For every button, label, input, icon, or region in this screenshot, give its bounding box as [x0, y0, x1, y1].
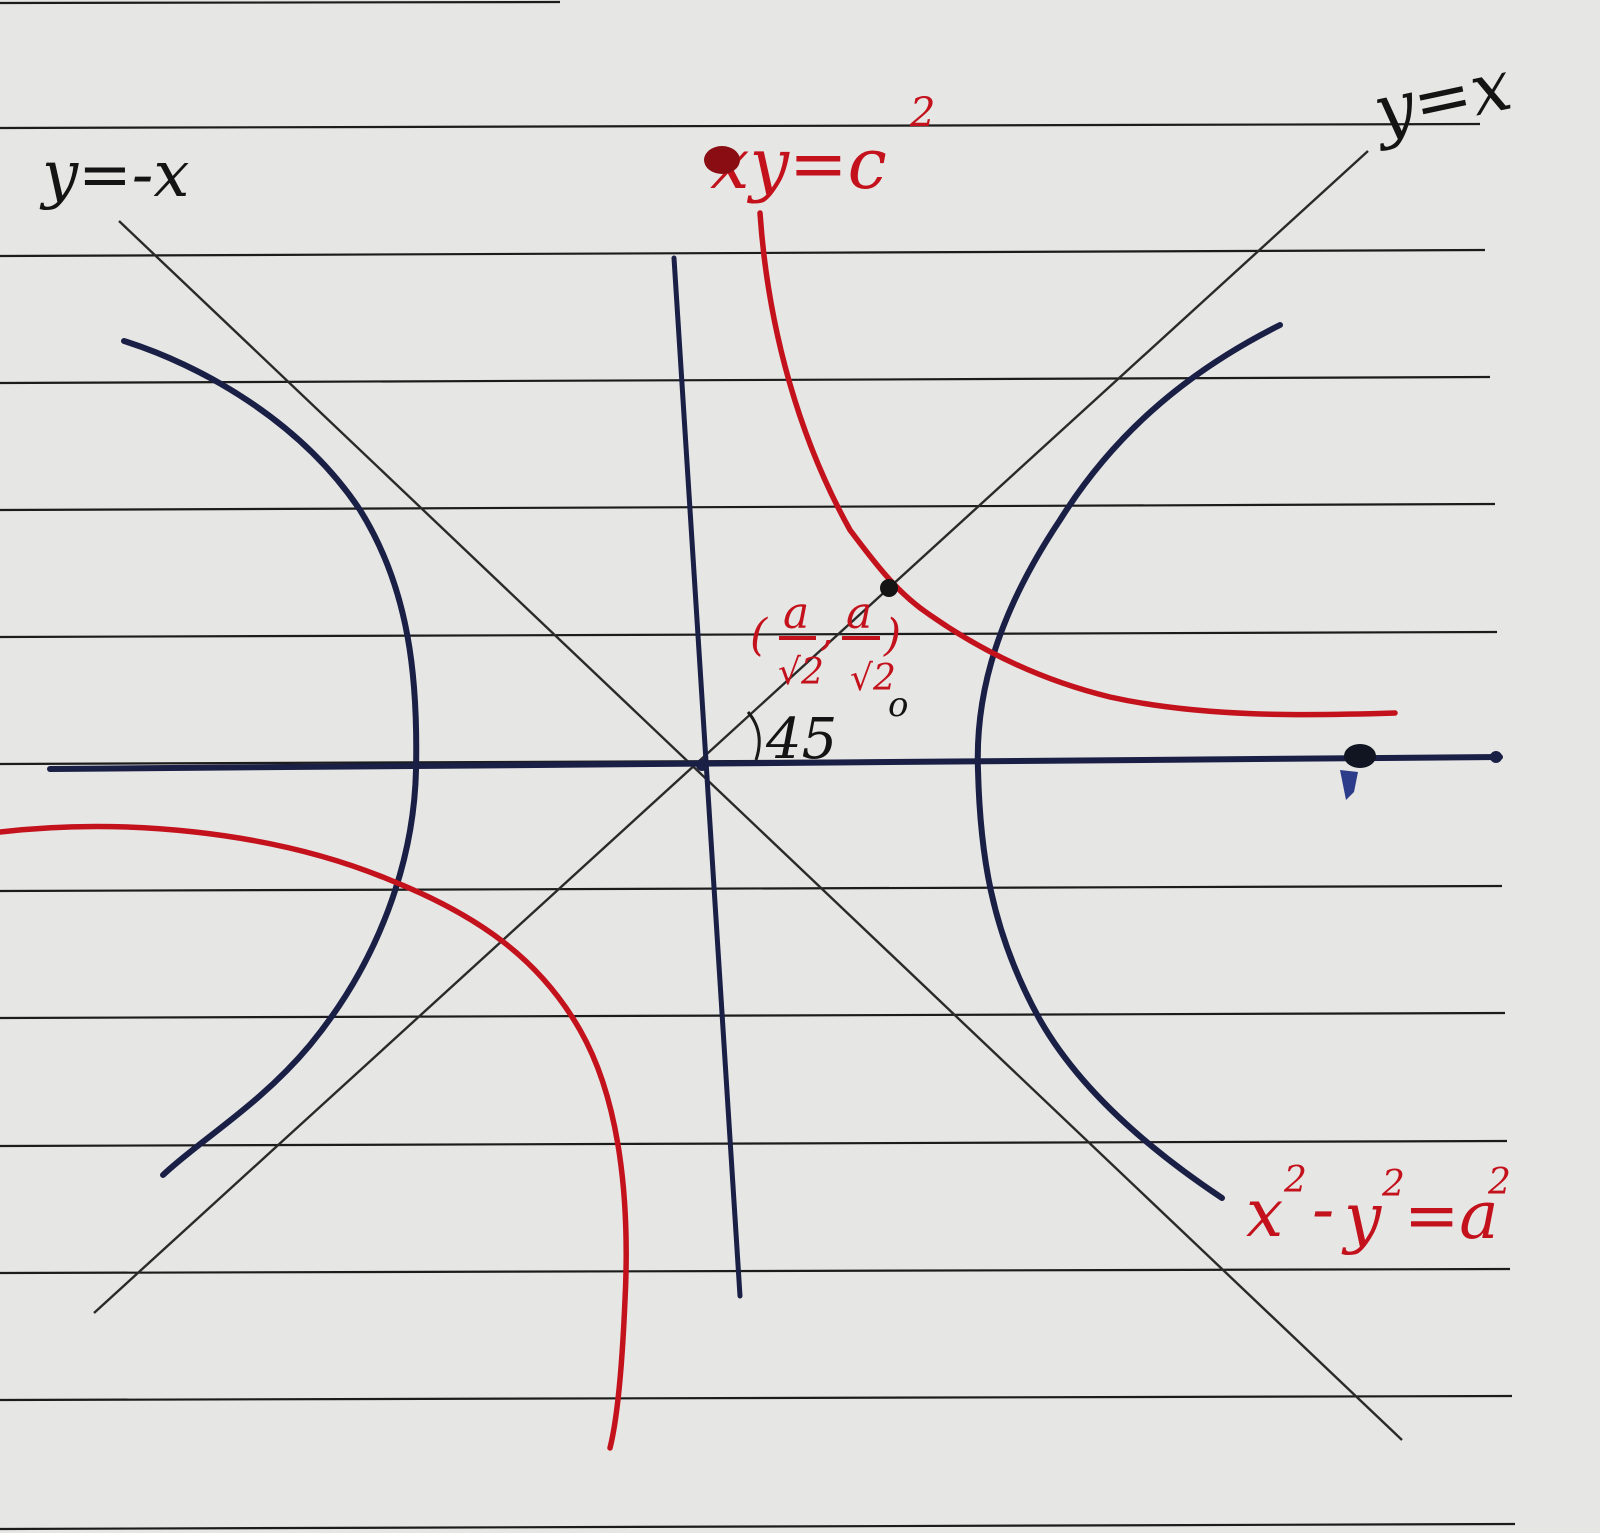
- coord-comma: ,: [820, 605, 834, 656]
- ink-blot-red: [704, 146, 740, 174]
- label-hyperbola-equation: x 2 - y 2 =a 2: [1246, 1160, 1511, 1256]
- label-rect-hyperbola: xy=c 2: [704, 90, 935, 205]
- asymptotes: [93, 150, 1403, 1441]
- line-y-equals-minus-x: [118, 220, 1403, 1441]
- rule-line: [0, 1394, 1513, 1402]
- hyperbola-eq-y-power: 2: [1381, 1164, 1405, 1205]
- hyperbola-eq-minus: -: [1312, 1171, 1334, 1248]
- coord-close-paren: ): [883, 610, 901, 661]
- rule-line: [0, 1139, 1508, 1148]
- line-y-equals-x: [93, 150, 1369, 1314]
- hyperbola-right-branch: [974, 322, 1283, 1201]
- label-vertex-coordinates: ( a √2 , a √2 ): [750, 588, 901, 699]
- label-y-equals-minus-x: y=-x: [39, 138, 190, 212]
- rule-line: [0, 1522, 1516, 1531]
- y-axis: [671, 255, 743, 1299]
- rect-hyperbola-lower-branch: [0, 823, 629, 1451]
- coord-denominator-1: √2: [778, 652, 824, 693]
- hyperbola-branches: [121, 322, 1283, 1201]
- angle-degree-mark: o: [888, 685, 908, 725]
- ink-blot: [1344, 744, 1376, 768]
- coordinate-axes: [47, 255, 1503, 1299]
- hyperbola-left-branch: [121, 338, 420, 1178]
- hyperbola-eq-y: y: [1341, 1179, 1382, 1256]
- ruled-lines: [0, 0, 1516, 1531]
- hyperbola-eq-rhs: =a: [1404, 1177, 1499, 1254]
- rule-line: [0, 1011, 1506, 1020]
- rule-line: [0, 122, 1481, 130]
- ink-smudge: [1340, 770, 1358, 800]
- rule-line: [0, 502, 1496, 512]
- rect-hyperbola-exponent: 2: [909, 90, 935, 136]
- coord-open-paren: (: [750, 610, 768, 661]
- rect-hyperbola-upper-branch: [757, 210, 1398, 718]
- hyperbola-eq-x: x: [1246, 1175, 1283, 1252]
- rect-hyperbola-equation: xy=c: [710, 123, 887, 205]
- rule-line: [0, 884, 1503, 893]
- hyperbola-eq-x-power: 2: [1283, 1160, 1307, 1201]
- angle-value: 45: [765, 707, 837, 772]
- rule-line: [0, 0, 561, 5]
- vertex-point: [880, 579, 898, 597]
- label-angle: 45 o: [765, 685, 908, 772]
- coord-numerator-2: a: [846, 588, 872, 639]
- angle-arc: [746, 711, 761, 761]
- x-axis-end-dot: [1490, 751, 1502, 763]
- rule-line: [0, 248, 1486, 258]
- rule-line: [0, 375, 1491, 385]
- origin-dot: [696, 759, 708, 771]
- x-axis: [47, 754, 1503, 772]
- coord-numerator-1: a: [783, 588, 809, 639]
- coord-denominator-2: √2: [850, 658, 896, 699]
- rectangular-hyperbola: [0, 210, 1398, 1451]
- rule-line: [0, 1267, 1511, 1275]
- hyperbola-eq-rhs-power: 2: [1487, 1162, 1511, 1203]
- rule-line: [0, 630, 1498, 639]
- label-y-equals-x: y=x: [1364, 44, 1519, 153]
